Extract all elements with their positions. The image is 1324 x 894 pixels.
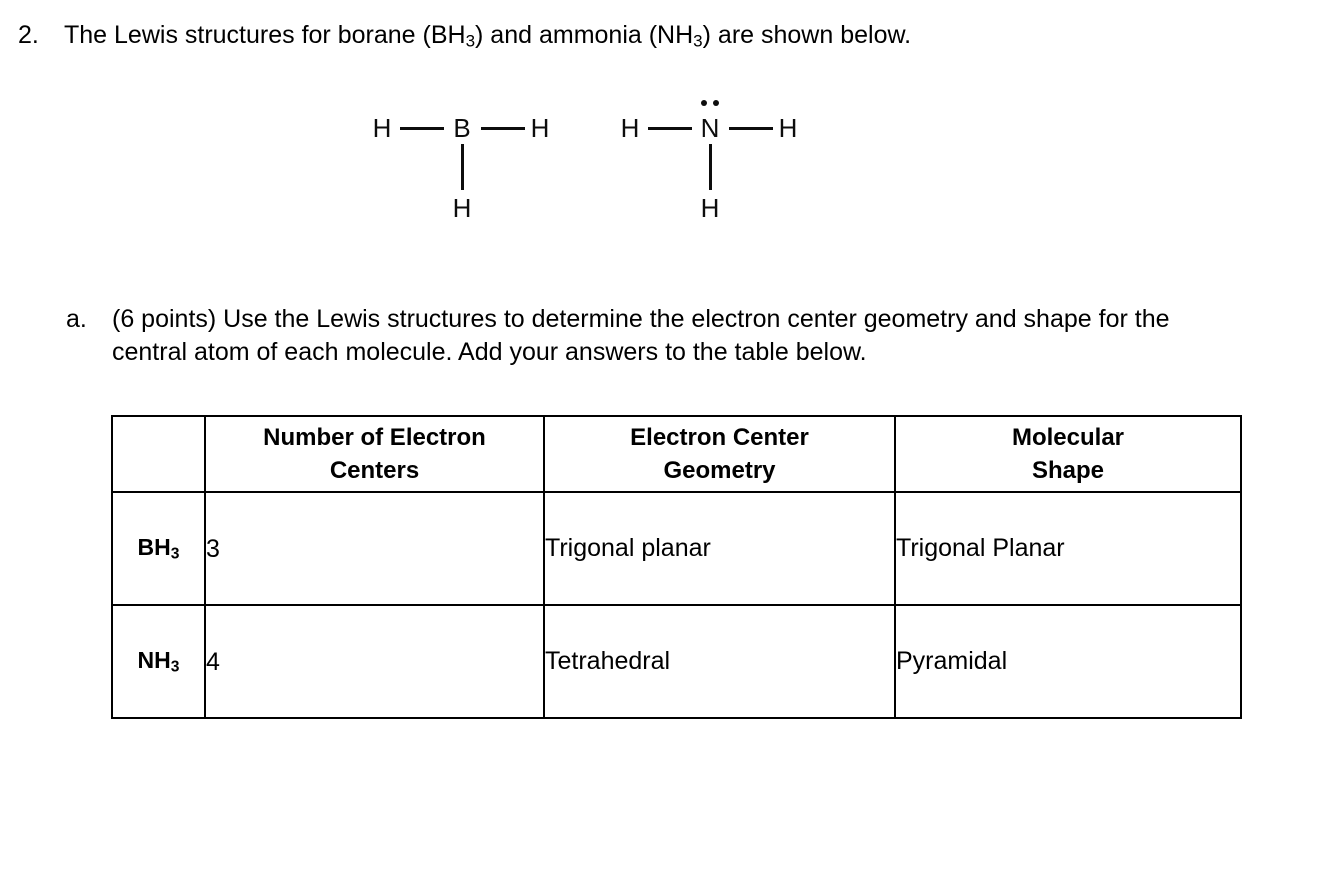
subquestion-a: a. (6 points) Use the Lewis structures t… [66,303,1246,369]
table-header-row: Number of Electron Centers Electron Cent… [111,415,1242,493]
cell-molecular-shape-nh3[interactable]: Pyramidal [894,604,1242,719]
lewis-structure-bh3: H B H H [348,78,578,238]
atom-hydrogen-right: H [530,113,550,143]
bond-right-icon [729,127,773,130]
header-cell-blank [111,415,206,493]
header-line-2: Centers [329,457,420,484]
table-row: NH3 4 Tetrahedral Pyramidal [111,604,1242,719]
molecule-formula: BH [137,533,171,560]
header-cell-electron-center-geometry: Electron Center Geometry [543,415,896,493]
header-line-2: Geometry [663,457,776,484]
molecule-formula: NH [137,646,171,673]
lewis-structure-nh3: H N H H [596,78,826,238]
bond-left-icon [648,127,692,130]
row-label-nh3: NH3 [111,604,206,719]
bond-down-icon [461,144,464,190]
subquestion-text: (6 points) Use the Lewis structures to d… [112,305,1170,366]
question-text-before: The Lewis structures for borane (BH [64,21,466,49]
header-line-1: Electron Center [630,424,809,451]
question-2: 2. The Lewis structures for borane (BH3)… [18,18,1278,59]
header-cell-number-of-electron-centers: Number of Electron Centers [204,415,545,493]
bond-down-icon [709,144,712,190]
header-cell-molecular-shape: Molecular Shape [894,415,1242,493]
question-number: 2. [18,21,39,49]
cell-electron-center-geometry-bh3[interactable]: Trigonal planar [543,491,896,606]
lewis-structures-area: H B H H H N H H [0,78,1324,238]
question-subscript-2: 3 [693,31,703,51]
bond-left-icon [400,127,444,130]
cell-electron-centers-bh3[interactable]: 3 [204,491,545,606]
cell-electron-centers-nh3[interactable]: 4 [204,604,545,719]
header-line-2: Shape [1031,457,1105,484]
atom-hydrogen-left: H [620,113,640,143]
answer-table: Number of Electron Centers Electron Cent… [111,415,1242,719]
header-line-1: Molecular [1011,424,1125,451]
lone-pair-dot-1-icon [701,100,707,106]
question-text: The Lewis structures for borane (BH3) an… [64,18,911,59]
cell-electron-center-geometry-nh3[interactable]: Tetrahedral [543,604,896,719]
question-text-after: ) are shown below. [702,21,912,49]
question-subscript-1: 3 [465,31,476,51]
lone-pair-dots-icon [700,100,722,108]
bond-right-icon [481,127,525,130]
row-label-bh3: BH3 [111,491,206,606]
atom-hydrogen-left: H [372,113,392,143]
atom-nitrogen-center: N [700,113,720,143]
atom-boron-center: B [453,113,471,143]
question-text-middle: ) and ammonia (NH [475,21,694,49]
lone-pair-dot-2-icon [713,100,719,106]
atom-hydrogen-bottom: H [700,193,720,223]
atom-hydrogen-bottom: H [452,193,472,223]
atom-hydrogen-right: H [778,113,798,143]
subquestion-letter: a. [66,305,87,333]
cell-molecular-shape-bh3[interactable]: Trigonal Planar [894,491,1242,606]
table-row: BH3 3 Trigonal planar Trigonal Planar [111,491,1242,606]
molecule-subscript: 3 [170,658,180,676]
header-line-1: Number of Electron [263,424,486,451]
molecule-subscript: 3 [170,545,180,563]
